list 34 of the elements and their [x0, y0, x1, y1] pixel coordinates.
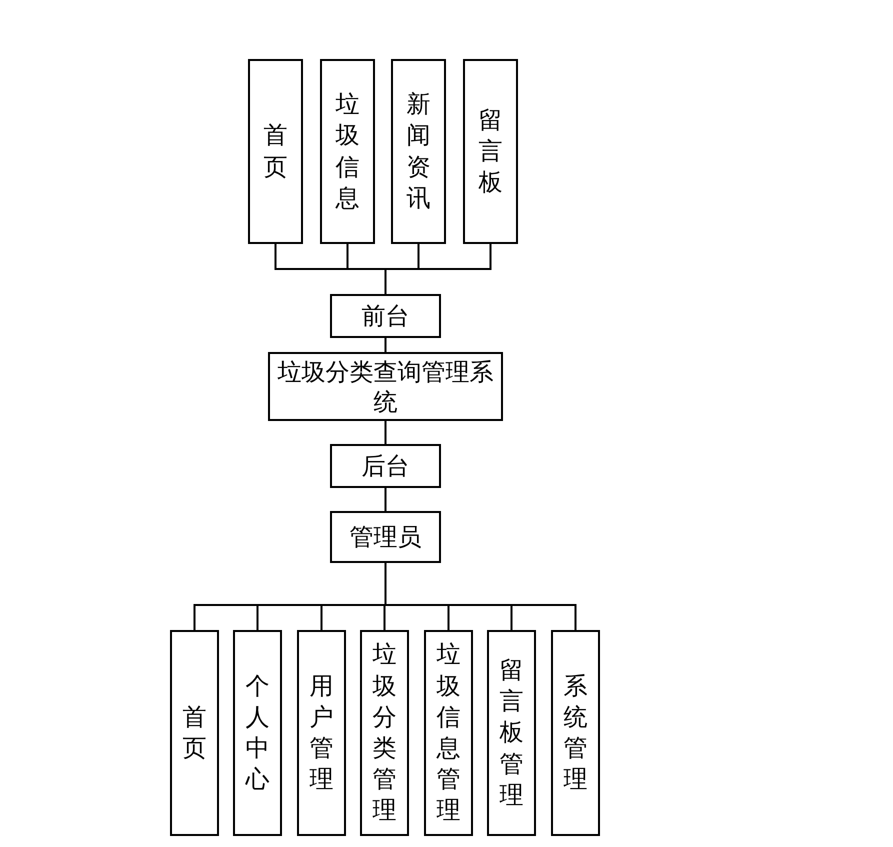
module-box [268, 352, 503, 421]
module-box [248, 59, 303, 244]
module-box [551, 630, 600, 836]
module-label: 后台 [362, 451, 410, 481]
module-box [424, 630, 473, 836]
module-label: 前台 [362, 301, 410, 331]
module-label: 留言板管理 [500, 655, 524, 811]
connector-line [384, 338, 386, 352]
connector-line [384, 421, 386, 444]
module-label: 个人中心 [246, 670, 270, 796]
module-box [391, 59, 446, 244]
module-box [320, 59, 375, 244]
module-label: 用户管理 [310, 670, 334, 796]
module-label: 垃圾分类查询管理系统 [276, 356, 494, 416]
module-box [360, 630, 409, 836]
module-label: 垃圾分类管理 [372, 639, 396, 826]
connector-line [384, 488, 386, 511]
module-label: 系统管理 [564, 670, 588, 796]
module-box [330, 511, 441, 563]
module-box [297, 630, 346, 836]
module-label: 首页 [182, 702, 206, 764]
module-label: 垃圾信息 [336, 89, 360, 214]
module-label: 首页 [264, 120, 288, 182]
module-label: 留言板 [478, 104, 502, 198]
module-box [330, 294, 441, 338]
module-box [170, 630, 219, 836]
module-box [330, 444, 441, 488]
module-label: 管理员 [350, 522, 422, 552]
module-box [487, 630, 536, 836]
module-box [463, 59, 518, 244]
module-label: 新闻资讯 [406, 89, 430, 214]
module-box [233, 630, 282, 836]
connector-line [384, 563, 576, 630]
module-label: 垃圾信息管理 [436, 639, 460, 826]
